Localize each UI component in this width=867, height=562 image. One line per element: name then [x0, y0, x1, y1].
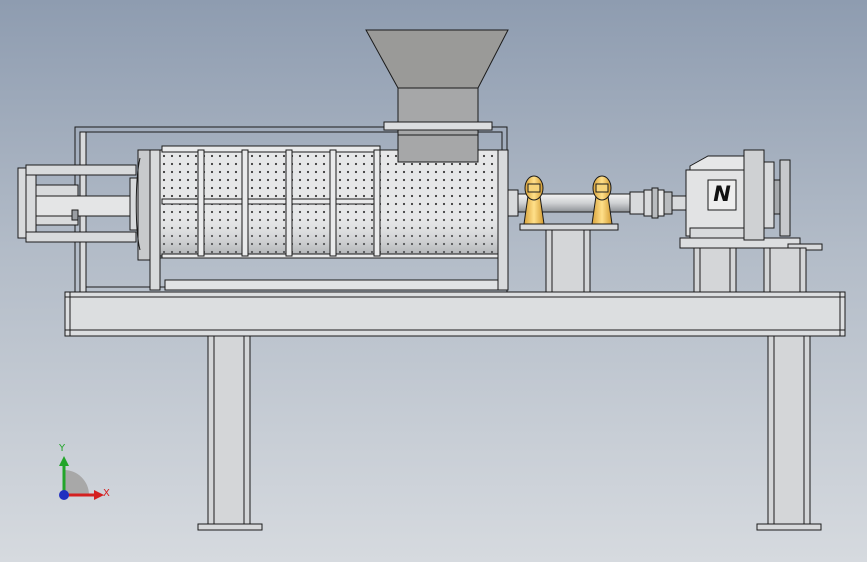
- bearing-right: [591, 175, 613, 225]
- shaft-coupling[interactable]: [643, 187, 687, 219]
- triad-graphic: [59, 456, 104, 500]
- y-axis-arrow-head: [59, 456, 69, 466]
- y-axis-label: Y: [59, 443, 66, 454]
- base-frame[interactable]: [64, 291, 846, 531]
- gearbox-logo: [707, 179, 737, 211]
- x-axis-arrow-head: [94, 490, 104, 500]
- x-axis-label: X: [103, 488, 110, 499]
- gear-motor[interactable]: [679, 149, 823, 293]
- bearing-left: [523, 175, 545, 225]
- discharge-press-assembly[interactable]: [17, 149, 151, 261]
- coordinate-triad: Y X: [40, 440, 120, 510]
- perforated-screen-drum[interactable]: [159, 145, 499, 291]
- feed-hopper[interactable]: [365, 29, 509, 163]
- main-shaft[interactable]: [507, 189, 649, 217]
- gearbox-badge-text: N: [713, 182, 731, 206]
- shaft-bearings[interactable]: [519, 175, 619, 293]
- z-axis-dot: [59, 490, 69, 500]
